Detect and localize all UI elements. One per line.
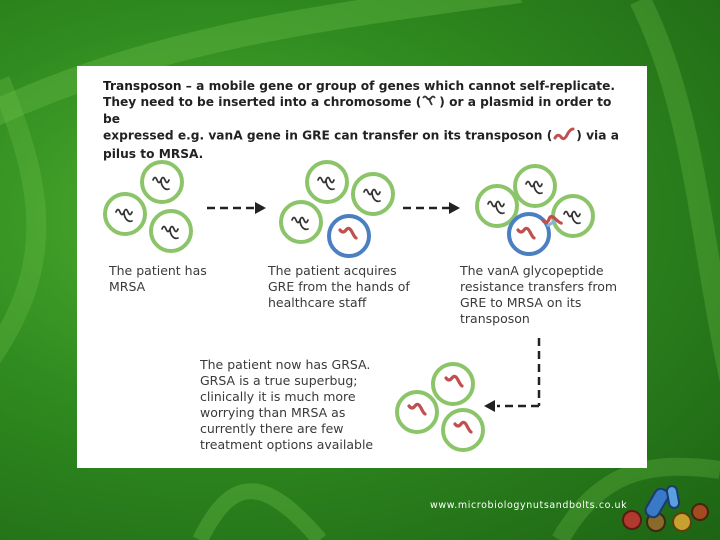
- intro-line1: – a mobile gene or group of genes which …: [181, 79, 616, 93]
- intro-line2-post: ) or a plasmid in order to be: [103, 95, 612, 126]
- arrow-right-icon: [403, 202, 460, 214]
- grsa-cell: [395, 390, 439, 434]
- chromosome-icon: [421, 95, 439, 111]
- transposon-term: Transposon: [103, 79, 182, 93]
- intro-line4: pilus to MRSA.: [103, 146, 204, 161]
- step1-mrsa-cells: [103, 160, 193, 253]
- caption-step2: The patient acquires GRE from the hands …: [268, 263, 410, 310]
- caption-step4: The patient now has GRSA. GRSA is a true…: [200, 357, 374, 452]
- mrsa-cell: [305, 160, 349, 204]
- mrsa-cell: [279, 200, 323, 244]
- caption-step3: The vanA glycopeptide resistance transfe…: [460, 263, 618, 326]
- mrsa-cell: [140, 160, 184, 204]
- mrsa-cell: [149, 209, 193, 253]
- step4-grsa-cells: [395, 362, 485, 452]
- step3-cells: [475, 164, 595, 256]
- gre-cell: [507, 212, 551, 256]
- mrsa-cell: [475, 184, 519, 228]
- grsa-cell: [441, 408, 485, 452]
- step2-cells: [279, 160, 395, 258]
- mrsa-cell: [513, 164, 557, 208]
- pilus: [546, 218, 558, 228]
- transposon-icon: [552, 127, 576, 145]
- diagram-panel: Transposon – a mobile gene or group of g…: [77, 66, 647, 468]
- intro-line2-pre: They need to be inserted into a chromoso…: [103, 95, 422, 110]
- gre-cell: [327, 214, 371, 258]
- microbe-logo-icon: [622, 485, 709, 532]
- grsa-cell: [431, 362, 475, 406]
- mrsa-cell: [551, 194, 595, 238]
- intro-line3-pre: expressed e.g. vanA gene in GRE can tran…: [103, 128, 553, 143]
- transfer-diagram: [103, 160, 595, 452]
- caption-step1: The patient has MRSA: [109, 263, 207, 294]
- arrow-right-icon: [207, 202, 266, 214]
- mrsa-cell: [351, 172, 395, 216]
- mrsa-cell: [103, 192, 147, 236]
- intro-line3-post: ) via a: [576, 128, 619, 143]
- arrow-down-icon: [484, 338, 541, 412]
- website-url: www.microbiologynutsandbolts.co.uk: [430, 500, 628, 511]
- intro-text: Transposon – a mobile gene or group of g…: [103, 78, 623, 162]
